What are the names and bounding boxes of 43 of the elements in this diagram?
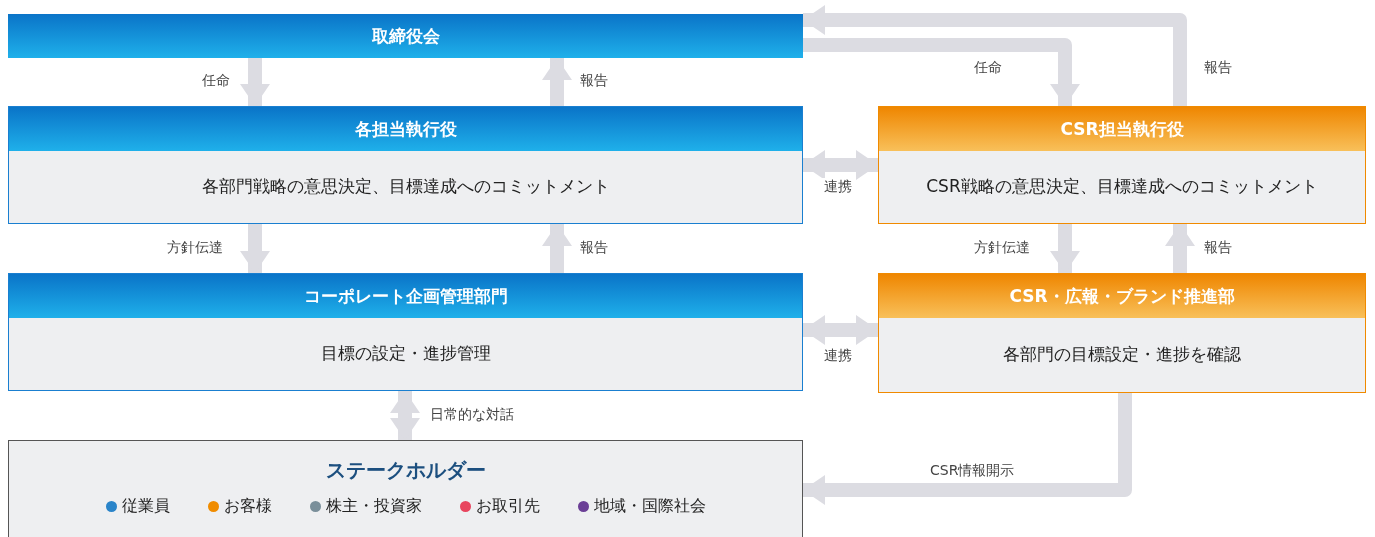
legend-text: 地域・国際社会 bbox=[593, 496, 706, 517]
arrow bbox=[803, 393, 1132, 505]
box-header: コーポレート企画管理部門 bbox=[9, 274, 802, 318]
stakeholder-box bbox=[8, 440, 803, 537]
edge-label: 連携 bbox=[822, 178, 854, 196]
arrow bbox=[803, 5, 1187, 106]
box-text: CSR戦略の意思決定、目標達成へのコミットメント bbox=[926, 175, 1318, 199]
process-box bbox=[8, 273, 803, 391]
arrow bbox=[803, 150, 878, 180]
arrow bbox=[542, 58, 572, 106]
header-bar: 取締役会 bbox=[8, 14, 803, 58]
arrow bbox=[1050, 224, 1080, 273]
edge-label: 報告 bbox=[578, 239, 610, 257]
edge-label: CSR情報開示 bbox=[928, 462, 1017, 480]
process-box bbox=[878, 106, 1366, 224]
legend-text: お取引先 bbox=[475, 496, 540, 517]
edge-label: 方針伝達 bbox=[165, 239, 225, 257]
arrow bbox=[542, 224, 572, 273]
edge-label: 報告 bbox=[1202, 59, 1234, 77]
arrow bbox=[803, 38, 1080, 106]
arrow bbox=[390, 391, 420, 440]
box-header: CSR担当執行役 bbox=[879, 107, 1365, 151]
box-header: 各担当執行役 bbox=[9, 107, 802, 151]
box-text: 各部門の目標設定・進捗を確認 bbox=[1003, 343, 1241, 367]
arrow bbox=[803, 315, 878, 345]
arrow bbox=[240, 224, 270, 273]
box-text: 各部門戦略の意思決定、目標達成へのコミットメント bbox=[201, 175, 610, 199]
edge-label: 任命 bbox=[972, 59, 1004, 77]
process-box bbox=[878, 273, 1366, 393]
edge-label: 任命 bbox=[200, 72, 232, 90]
legend-text: 従業員 bbox=[121, 496, 170, 517]
box-text: 目標の設定・進捗管理 bbox=[320, 342, 491, 366]
arrow bbox=[1165, 224, 1195, 273]
edge-label: 方針伝達 bbox=[972, 239, 1032, 257]
legend-text: 株主・投資家 bbox=[325, 496, 422, 517]
arrow bbox=[240, 58, 270, 106]
edge-label: 報告 bbox=[1202, 239, 1234, 257]
box-title: ステークホルダー bbox=[324, 457, 487, 484]
legend-text: お客様 bbox=[223, 496, 272, 517]
process-box bbox=[8, 106, 803, 224]
box-header: CSR・広報・ブランド推進部 bbox=[879, 274, 1365, 318]
edge-label: 連携 bbox=[822, 347, 854, 365]
edge-label: 報告 bbox=[578, 72, 610, 90]
